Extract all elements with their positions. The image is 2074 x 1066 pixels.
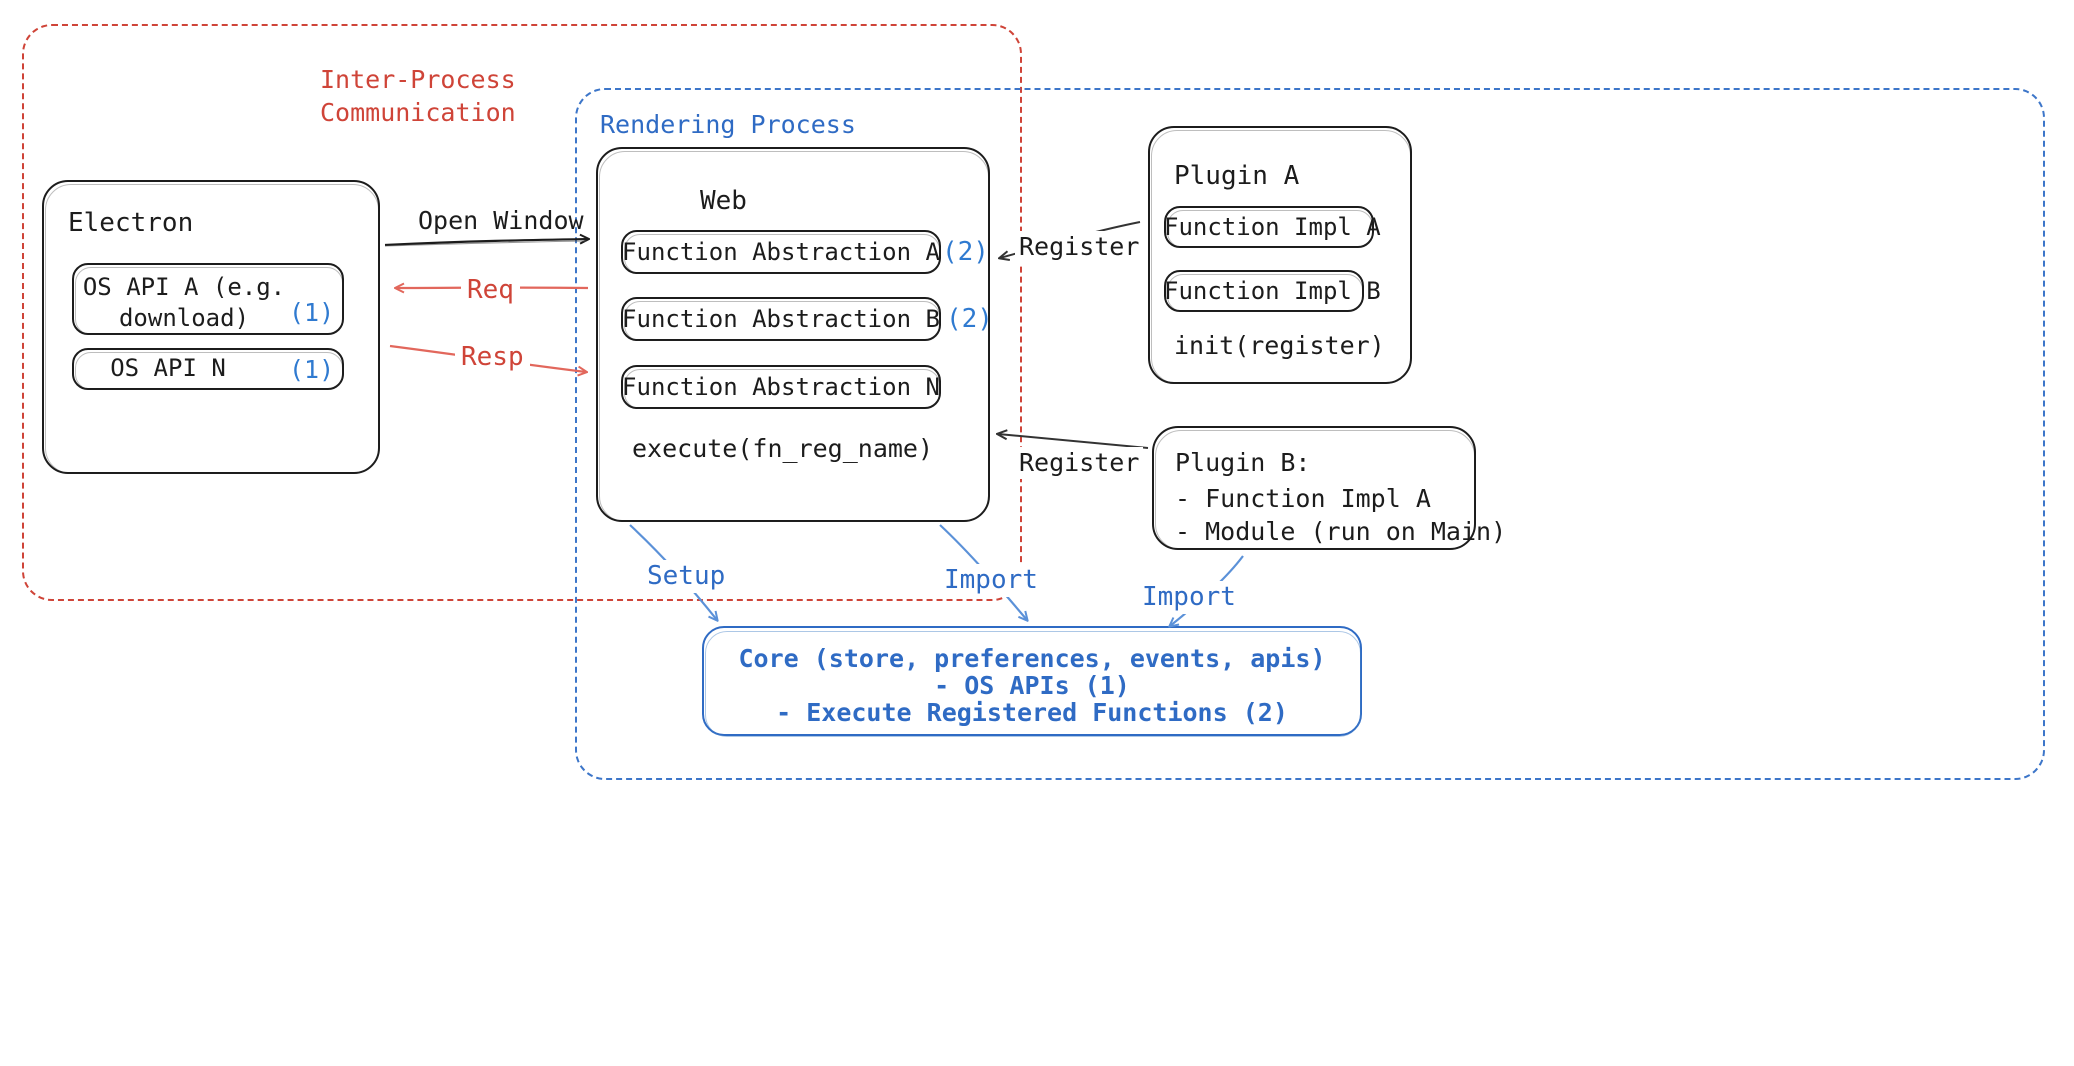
group-label-rendering-process: Rendering Process	[600, 110, 856, 139]
electron-item-os-api-n[interactable]	[72, 348, 344, 390]
group-inter-process-communication	[22, 24, 1022, 601]
core-line-2: - Execute Registered Functions (2)	[776, 698, 1288, 727]
edge-label-import-plugin-b: Import	[1138, 581, 1240, 615]
web-item-function-abstraction-a-badge: (2)	[942, 237, 989, 267]
plugin-b-box	[1152, 426, 1476, 550]
edge-label-resp: Resp	[455, 341, 530, 375]
plugin-a-item-function-impl-a-label: Function Impl A	[1164, 213, 1381, 241]
core-line-0: Core (store, preferences, events, apis)	[738, 644, 1326, 673]
web-item-function-abstraction-b[interactable]	[621, 297, 941, 341]
web-item-function-abstraction-n[interactable]	[621, 365, 941, 409]
plugin-a-item-function-impl-a[interactable]	[1164, 206, 1374, 248]
plugin-b-line-0: Plugin B:	[1175, 448, 1311, 477]
edge-label-setup: Setup	[643, 560, 730, 594]
plugin-a-item-function-impl-b[interactable]	[1164, 270, 1364, 312]
core-line-1: - OS APIs (1)	[934, 671, 1130, 700]
plugin-a-item-function-impl-b-label: Function Impl B	[1164, 277, 1381, 305]
edge-label-import-web: Import	[940, 564, 1042, 598]
web-item-function-abstraction-a-label: Function Abstraction A	[622, 238, 940, 266]
plugin-a-title: Plugin A	[1174, 161, 1300, 191]
edge-label-open-window: Open Window	[418, 206, 584, 235]
electron-item-os-api-a-label: OS API A (e.g. download)	[82, 273, 286, 333]
edge-label-req: Req	[461, 274, 520, 308]
web-box	[596, 147, 990, 522]
plugin-b-line-2: - Module (run on Main)	[1175, 517, 1507, 546]
edge-label-register-plugin-b: Register	[1015, 447, 1144, 479]
electron-box	[42, 180, 380, 474]
electron-title: Electron	[68, 208, 194, 238]
electron-item-os-api-n-badge: (1)	[289, 355, 335, 384]
electron-item-os-api-a-badge: (1)	[289, 298, 335, 327]
web-item-function-abstraction-b-badge: (2)	[946, 304, 993, 334]
plugin-a-box	[1148, 126, 1412, 384]
plugin-b-line-1: - Function Impl A	[1175, 484, 1431, 513]
group-label-ipc: Inter-Process Communication	[320, 65, 516, 127]
web-footer-execute: execute(fn_reg_name)	[632, 434, 934, 463]
web-item-function-abstraction-b-label: Function Abstraction B	[622, 305, 940, 333]
group-rendering-process	[575, 88, 2045, 780]
web-item-function-abstraction-a[interactable]	[621, 230, 941, 274]
electron-item-os-api-n-label: OS API N	[110, 354, 226, 382]
edge-label-register-plugin-a: Register	[1015, 231, 1144, 263]
web-item-function-abstraction-n-label: Function Abstraction N	[622, 373, 940, 401]
electron-item-os-api-a[interactable]	[72, 263, 344, 335]
web-title: Web	[700, 186, 747, 216]
plugin-a-footer-init: init(register)	[1174, 331, 1385, 360]
